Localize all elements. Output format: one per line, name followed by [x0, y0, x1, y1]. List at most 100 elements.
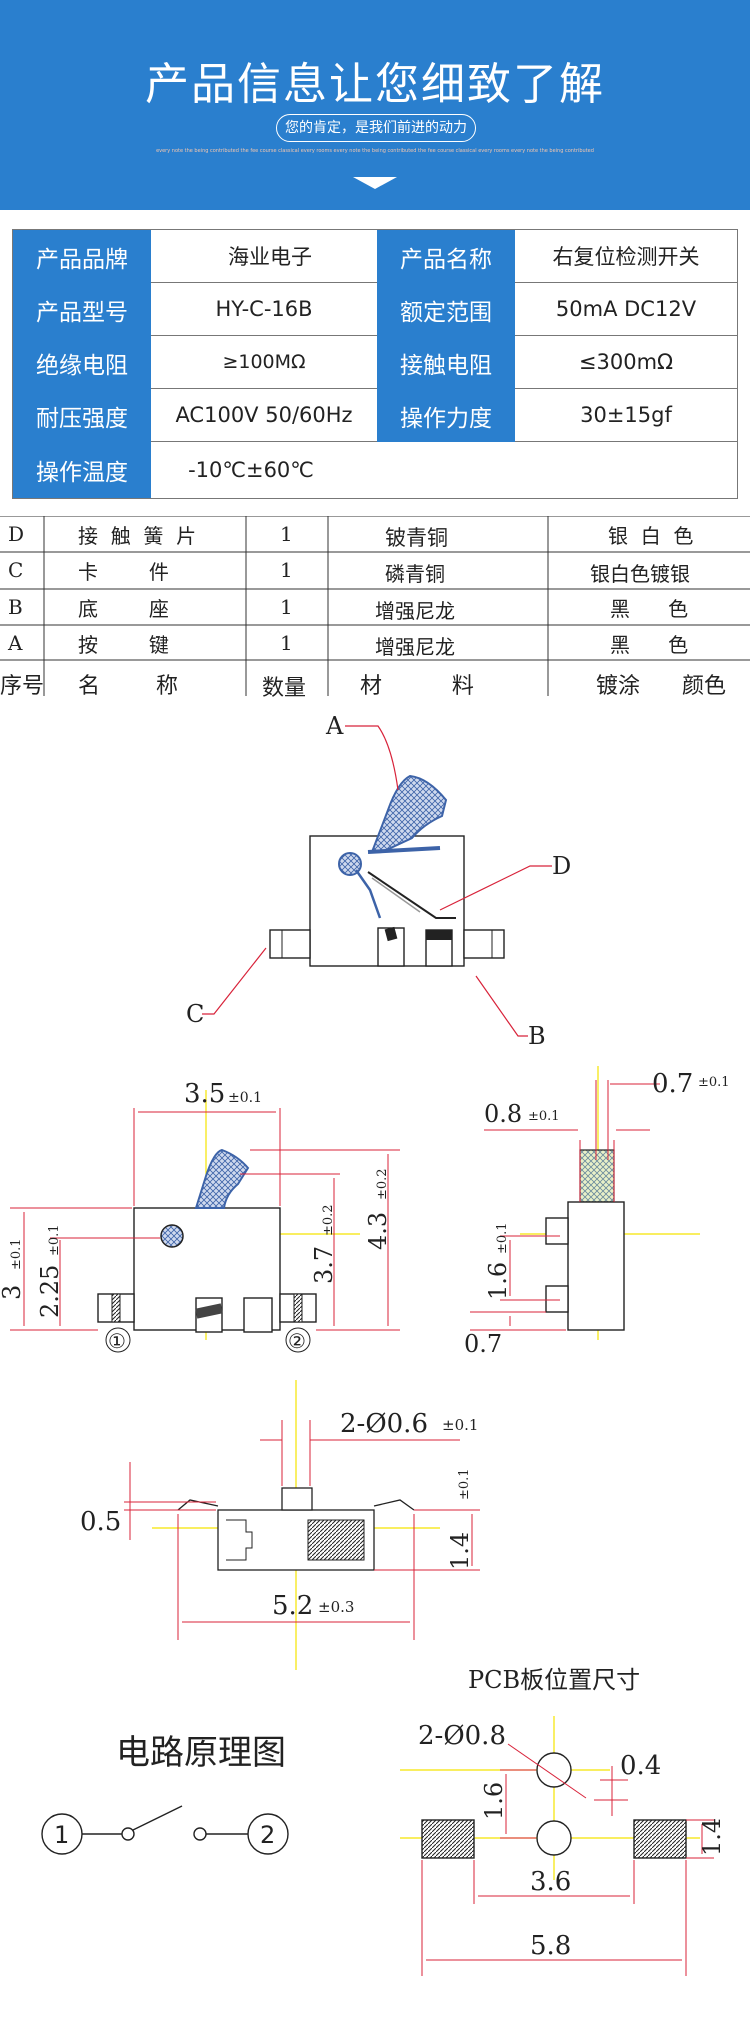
row-plating: 黑 色 — [610, 633, 689, 657]
row-id: B — [8, 595, 23, 619]
header-banner: 产品信息让您细致了解 您的肯定，是我们前进的动力 every note the … — [0, 0, 750, 210]
banner-slogan: 您的肯定，是我们前进的动力 — [276, 114, 476, 142]
label-b: B — [528, 1022, 546, 1050]
spec-value: 海业电子 — [151, 230, 389, 283]
row-material: 增强尼龙 — [375, 599, 455, 623]
row-material: 磷青铜 — [385, 562, 445, 586]
spec-value: 30±15gf — [515, 389, 737, 442]
top-view-drawing: 2-Ø0.6 ±0.1 0.5 1.4 ±0.1 5.2 ±0.3 — [80, 1380, 480, 1670]
row-id: A — [8, 631, 23, 655]
side-d2: 0.7 — [652, 1069, 693, 1099]
row-name: 卡 件 — [78, 560, 169, 584]
front-lever-height-tol: ±0.2 — [321, 1204, 336, 1236]
spec-key: 产品型号 — [13, 283, 151, 336]
pin2-label: ② — [288, 1329, 306, 1353]
circuit-pin2: 2 — [260, 1821, 275, 1849]
top-width-tol: ±0.3 — [318, 1598, 354, 1616]
spec-value: 50mA DC12V — [515, 283, 737, 336]
top-d2-tol: ±0.1 — [457, 1468, 472, 1500]
row-name: 按 键 — [78, 633, 169, 657]
spec-key: 操作温度 — [13, 442, 151, 498]
header-qty: 数量 — [262, 676, 307, 701]
spec-key: 额定范围 — [377, 283, 515, 336]
pcb-holes: 2-Ø0.8 — [418, 1721, 506, 1751]
row-plating: 黑 色 — [610, 597, 689, 621]
spec-value: ≤300mΩ — [515, 336, 737, 389]
pcb-d2: 1.6 — [480, 1782, 508, 1820]
spec-key: 绝缘电阻 — [13, 336, 151, 389]
spec-value: -10℃±60℃ — [188, 458, 314, 482]
assembly-drawing: A D C B — [186, 712, 571, 1050]
side-d4: 0.7 — [464, 1330, 502, 1358]
top-holes-tol: ±0.1 — [442, 1416, 478, 1434]
side-d2-tol: ±0.1 — [698, 1075, 730, 1090]
pcb-d1: 0.4 — [620, 1751, 661, 1781]
banner-title: 产品信息让您细致了解 — [145, 59, 605, 110]
row-id: C — [8, 558, 24, 582]
spec-key: 耐压强度 — [13, 389, 151, 442]
spec-table: 产品品牌 海业电子 产品名称 右复位检测开关 产品型号 HY-C-16B 额定范… — [12, 229, 738, 499]
label-a: A — [325, 712, 344, 740]
front-body-height-tol: ±0.1 — [9, 1238, 24, 1270]
pcb-d3: 1.4 — [698, 1818, 726, 1856]
spec-value: HY-C-16B — [151, 283, 377, 336]
materials-header: 序号 名 称 数量 材 料 镀涂 颜色 — [0, 660, 750, 701]
row-name: 底 座 — [78, 597, 169, 621]
materials-row: A 按 键 1 增强尼龙 黑 色 — [0, 625, 750, 660]
spec-key: 产品品牌 — [13, 230, 151, 283]
header-material: 材 料 — [360, 674, 474, 699]
row-material: 增强尼龙 — [375, 635, 455, 659]
row-qty: 1 — [280, 558, 293, 582]
pcb-d5: 5.8 — [530, 1931, 571, 1961]
row-id: D — [8, 522, 25, 546]
materials-row: C 卡 件 1 磷青铜 银白色镀银 — [0, 552, 750, 589]
side-d1-tol: ±0.1 — [528, 1109, 560, 1124]
front-view-drawing: ① ② 3.5 ±0.1 3 ±0.1 2.25 ±0.1 3.7 ±0.2 4… — [0, 1079, 400, 1353]
header-plating: 镀涂 颜色 — [596, 674, 726, 699]
materials-row: B 底 座 1 增强尼龙 黑 色 — [0, 589, 750, 625]
spec-value: ≥100MΩ — [151, 336, 377, 389]
pin1-label: ① — [108, 1329, 126, 1353]
front-total-height-tol: ±0.2 — [375, 1168, 390, 1200]
front-body-height: 3 — [0, 1285, 26, 1300]
label-d: D — [552, 852, 571, 880]
side-d3: 1.6 — [484, 1262, 512, 1300]
materials-row: D 接 触 簧 片 1 铍青铜 银 白 色 — [0, 516, 750, 552]
side-d1: 0.8 — [484, 1100, 522, 1128]
top-d2: 1.4 — [446, 1532, 474, 1570]
front-total-height: 4.3 — [364, 1212, 392, 1250]
pcb-layout-drawing: PCB板位置尺寸 2-Ø0.8 0.4 — [400, 1666, 726, 1976]
front-width: 3.5 — [184, 1079, 225, 1109]
side-view-drawing: 0.8 ±0.1 0.7 ±0.1 1.6 ±0.1 0.7 — [464, 1066, 730, 1358]
spec-key: 产品名称 — [377, 230, 515, 283]
row-qty: 1 — [280, 595, 293, 619]
front-width-tol: ±0.1 — [228, 1090, 262, 1106]
header-name: 名 称 — [78, 674, 178, 699]
pcb-title: PCB板位置尺寸 — [468, 1666, 640, 1694]
materials-table-grid — [0, 516, 750, 696]
circuit-pin1: 1 — [54, 1821, 69, 1849]
front-lever-height: 3.7 — [310, 1246, 338, 1284]
row-name: 接 触 簧 片 — [78, 524, 197, 548]
top-width: 5.2 — [272, 1591, 313, 1621]
pcb-d4: 3.6 — [530, 1867, 571, 1897]
row-qty: 1 — [280, 631, 293, 655]
front-hole-height-tol: ±0.1 — [47, 1224, 62, 1256]
row-material: 铍青铜 — [385, 526, 448, 550]
circuit-diagram: 电路原理图 1 2 — [41, 1733, 289, 1855]
down-arrow-icon — [353, 177, 397, 189]
label-c: C — [186, 1000, 204, 1028]
top-holes: 2-Ø0.6 — [340, 1409, 428, 1439]
front-hole-height: 2.25 — [36, 1265, 64, 1318]
top-d1: 0.5 — [80, 1507, 121, 1537]
spec-value: AC100V 50/60Hz — [151, 389, 377, 442]
banner-fine-print: every note the being contributed the fee… — [156, 148, 594, 154]
spec-key: 操作力度 — [377, 389, 515, 442]
row-plating: 银白色镀银 — [590, 562, 690, 586]
circuit-title: 电路原理图 — [116, 1733, 286, 1773]
header-id: 序号 — [0, 674, 45, 699]
materials-table: D 接 触 簧 片 1 铍青铜 银 白 色 C 卡 件 1 磷青铜 银白色镀银 … — [0, 516, 750, 701]
spec-value: 右复位检测开关 — [515, 230, 737, 283]
side-d3-tol: ±0.1 — [495, 1222, 510, 1254]
